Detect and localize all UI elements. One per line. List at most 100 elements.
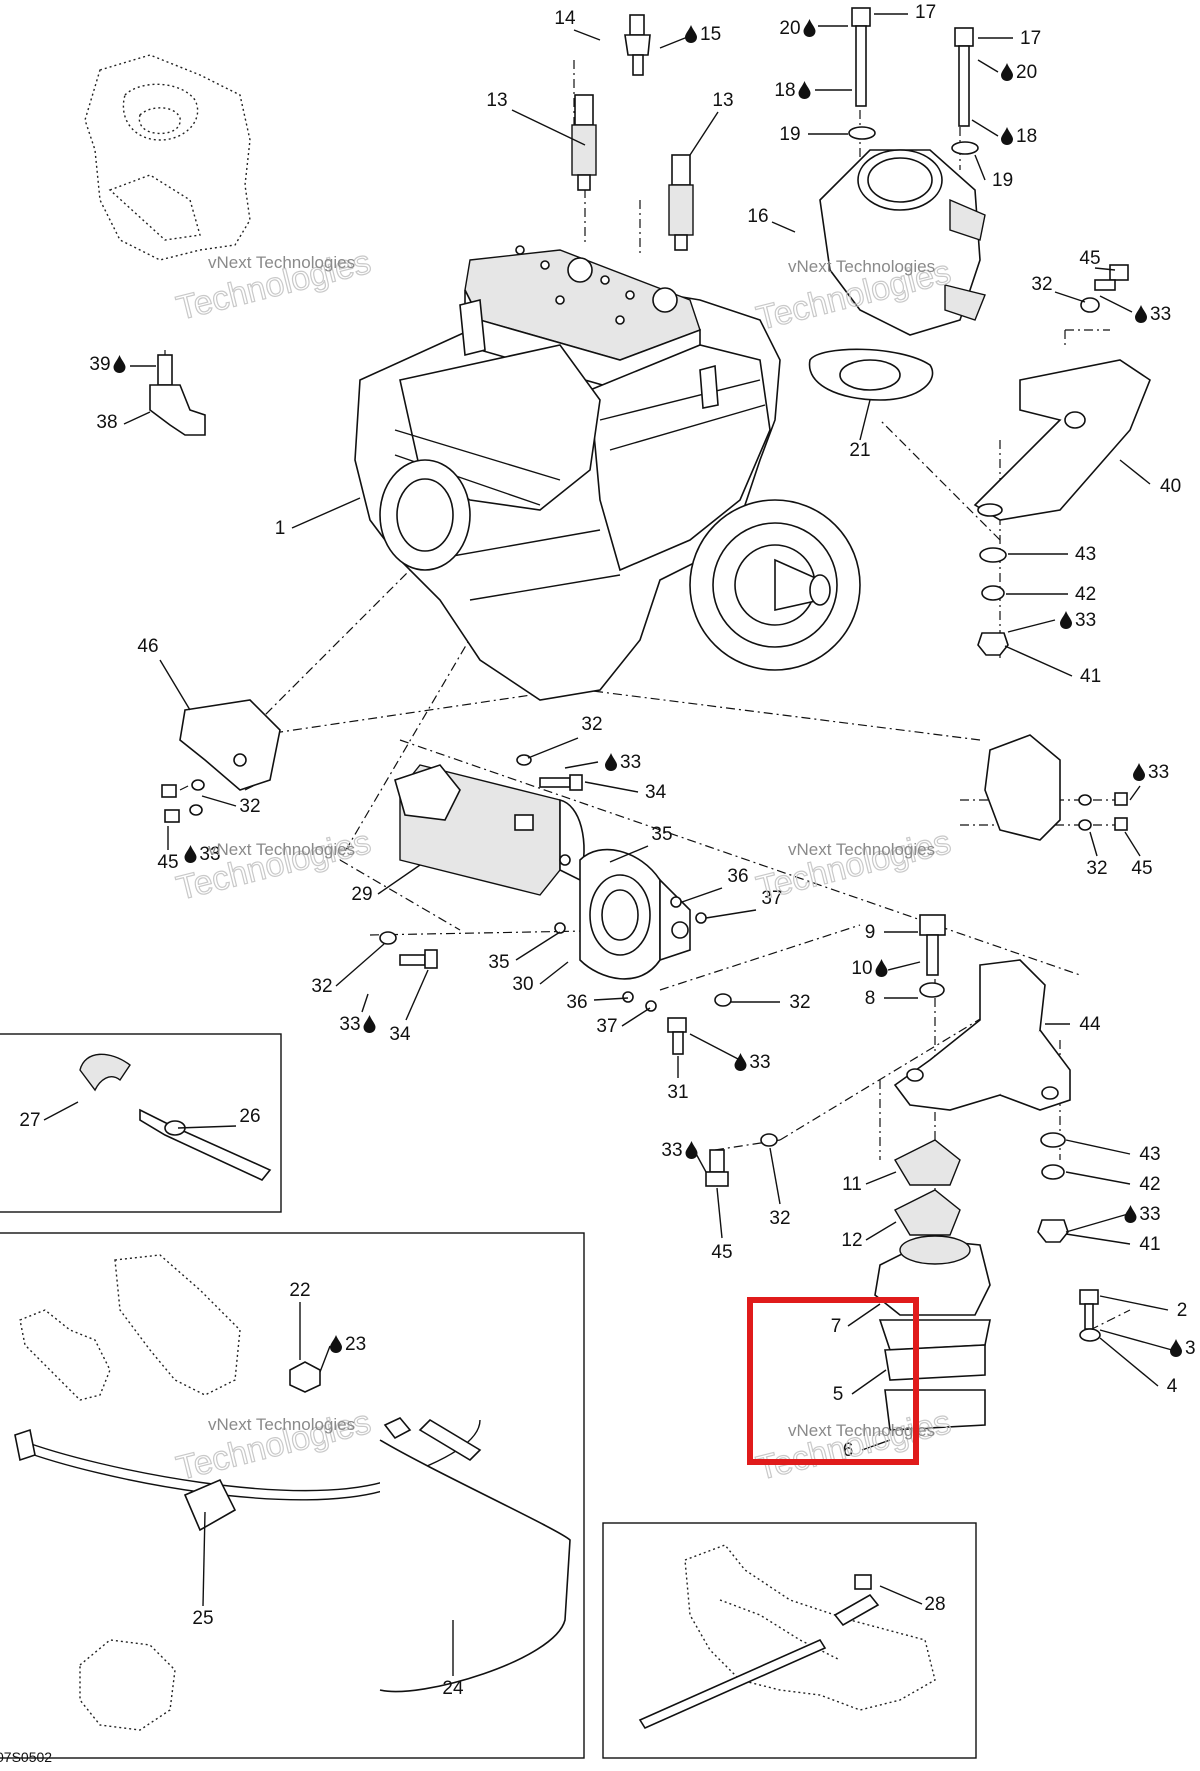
leader-line	[1004, 645, 1073, 677]
callout-number: 25	[192, 1608, 213, 1629]
lubricant-drop-icon	[1124, 1205, 1137, 1223]
callout-number: 39	[89, 354, 110, 375]
callout-number: 41	[1139, 1234, 1160, 1255]
callout-number: 34	[389, 1024, 411, 1045]
leader-line	[291, 497, 361, 529]
leader-line	[1054, 291, 1086, 303]
leader-line	[1094, 267, 1116, 271]
callout-number: 32	[581, 714, 602, 735]
callout-number: 11	[842, 1174, 862, 1195]
leader-line	[593, 997, 629, 1001]
callout-number: 42	[1139, 1174, 1160, 1195]
callout-number: 15	[700, 24, 721, 45]
leader-line	[202, 1511, 206, 1607]
temperature-sensor	[624, 14, 651, 76]
leader-line	[974, 154, 986, 181]
watermark-small: vNext Technologies	[208, 840, 355, 859]
lubricant-drop-icon	[184, 845, 197, 863]
callout-number: 33	[1148, 762, 1169, 783]
leader-line	[851, 1369, 887, 1395]
callout-number: 17	[915, 2, 936, 23]
highlight-box	[747, 1297, 919, 1465]
lubricant-drop-icon	[685, 1141, 698, 1159]
lubricant-drop-icon	[685, 25, 697, 43]
watermark-large: Technologies	[753, 823, 955, 908]
leader-line	[1119, 459, 1151, 485]
leader-line	[879, 1585, 923, 1605]
leader-line	[511, 109, 586, 146]
watermark-small: vNext Technologies	[788, 840, 935, 859]
callout-number: 45	[711, 1242, 732, 1263]
leader-line	[1124, 831, 1141, 857]
callout-number: 9	[865, 922, 876, 943]
watermark-large: Technologies	[753, 1403, 955, 1488]
callout-number: 35	[488, 952, 509, 973]
front-mount-bracket	[973, 264, 1151, 656]
inset-box-throttle-cable	[0, 1033, 282, 1213]
leader-line	[659, 35, 691, 49]
leader-line	[515, 931, 561, 961]
callout-number: 17	[1020, 28, 1041, 49]
callout-number: 19	[779, 124, 800, 145]
callout-number: 42	[1075, 584, 1096, 605]
lubricant-drop-icon	[1133, 763, 1145, 781]
leader-line	[1129, 785, 1141, 801]
lubricant-drop-icon	[734, 1053, 747, 1071]
callout-number: 10	[851, 958, 872, 979]
callout-number: 43	[1075, 544, 1096, 565]
throttle-cable-parts	[79, 1053, 272, 1181]
callout-number: 20	[779, 18, 800, 39]
lubricant-drop-icon	[1135, 305, 1147, 323]
leader-line	[1065, 1213, 1129, 1233]
callout-number: 34	[645, 782, 667, 803]
ghost-reference-parts	[19, 54, 936, 1731]
callout-number: 12	[841, 1230, 862, 1251]
callout-number: 7	[831, 1316, 842, 1337]
callout-number: 26	[239, 1106, 260, 1127]
lubricant-drop-icon	[1170, 1339, 1182, 1357]
callout-number: 37	[761, 888, 782, 909]
callout-number: 32	[1031, 274, 1052, 295]
leader-line	[123, 411, 151, 425]
callout-number: 33	[661, 1140, 682, 1161]
diagram-code: 07S0502	[0, 1749, 52, 1765]
leader-line	[405, 969, 429, 1021]
callout-leaders	[43, 13, 1173, 1676]
watermark-small: vNext Technologies	[208, 253, 355, 272]
callout-number: 33	[1139, 1204, 1160, 1225]
leader-line	[865, 1221, 897, 1241]
callout-number: 19	[992, 170, 1013, 191]
leader-line	[887, 961, 921, 971]
callout-number: 5	[833, 1384, 844, 1405]
callout-number: 27	[19, 1110, 40, 1131]
callout-number: 13	[712, 90, 733, 111]
inset-box-choke-linkage	[0, 1232, 585, 1759]
assembly-centerlines	[164, 60, 1131, 1331]
leader-line	[977, 59, 999, 73]
leader-line	[689, 1033, 741, 1061]
callout-number: 33	[749, 1052, 770, 1073]
callout-number: 16	[747, 206, 768, 227]
leader-line	[539, 961, 569, 985]
callout-number: 1	[275, 518, 286, 539]
callout-number: 32	[1086, 858, 1107, 879]
lubricant-drop-icon	[113, 355, 126, 373]
callout-number: 32	[239, 796, 260, 817]
engine-block	[354, 245, 861, 701]
choke-linkage-parts	[14, 1361, 571, 1693]
leader-line	[1099, 1329, 1173, 1351]
callout-number: 33	[199, 844, 220, 865]
leader-line	[1099, 1295, 1169, 1311]
callout-number: 41	[1080, 666, 1101, 687]
callout-number: 23	[345, 1334, 366, 1355]
watermark-small: vNext Technologies	[208, 1415, 355, 1434]
callout-number: 29	[351, 884, 372, 905]
leader-line	[1089, 831, 1098, 857]
leader-line	[1065, 1233, 1131, 1245]
leader-line	[1099, 295, 1133, 313]
fastener-hardware	[379, 754, 778, 1187]
callout-number: 28	[924, 1594, 945, 1615]
callout-number: 31	[667, 1082, 688, 1103]
spark-plugs	[571, 94, 694, 251]
